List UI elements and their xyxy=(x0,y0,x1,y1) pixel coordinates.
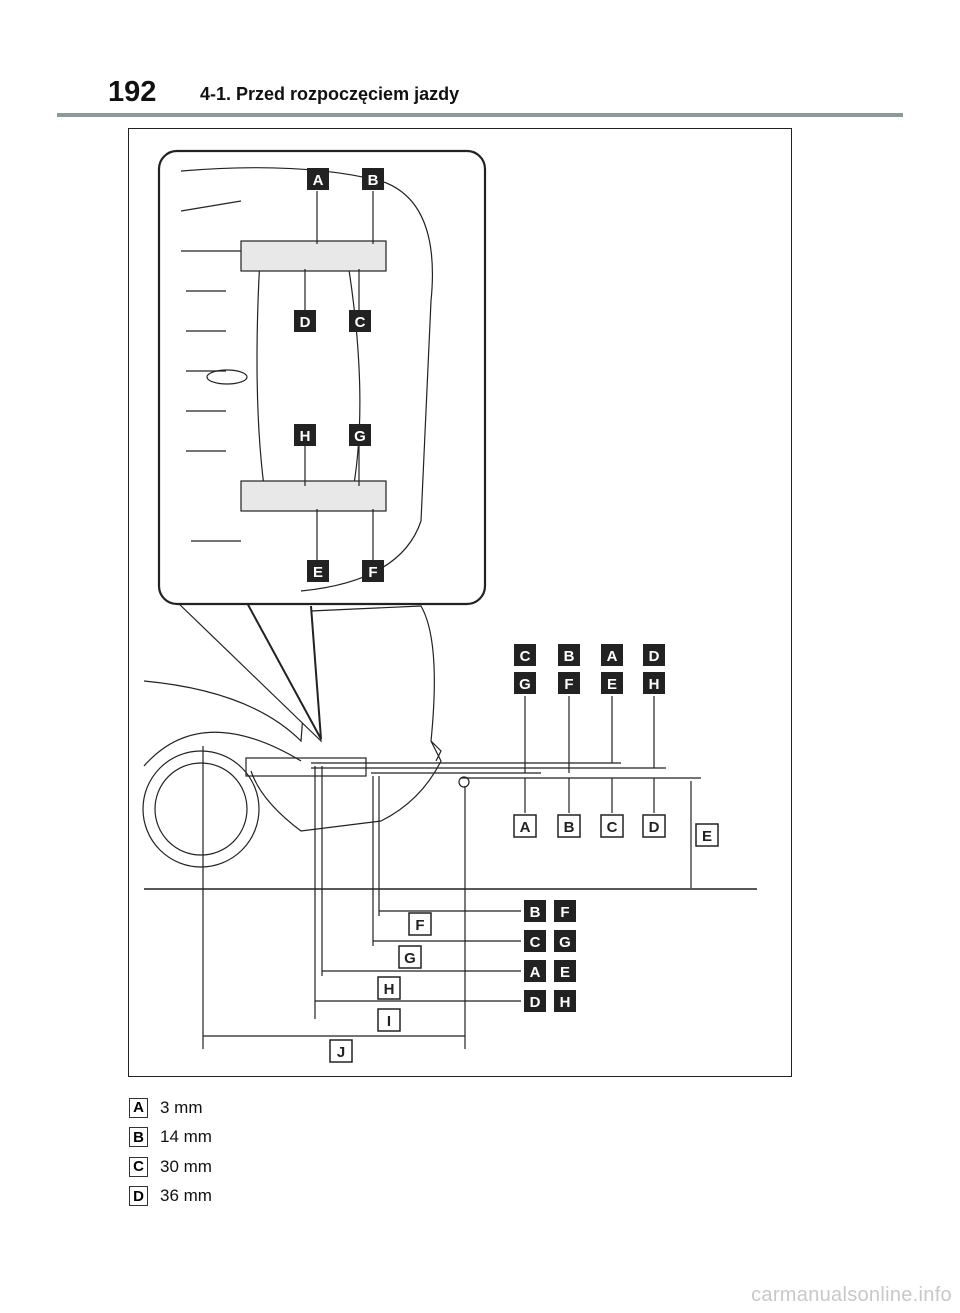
inset-label-b: B xyxy=(368,172,379,189)
label-e-top: E xyxy=(607,676,617,693)
label-b-bottom: B xyxy=(564,819,575,836)
legend-item: D 36 mm xyxy=(129,1182,212,1212)
legend-value: 36 mm xyxy=(160,1186,212,1206)
legend-value: 14 mm xyxy=(160,1127,212,1147)
legend-item: C 30 mm xyxy=(129,1152,212,1182)
pair-b: B xyxy=(530,904,541,921)
legend: A 3 mm B 14 mm C 30 mm D 36 mm xyxy=(129,1093,212,1211)
pair-f: F xyxy=(560,904,569,921)
watermark: carmanualsonline.info xyxy=(751,1284,952,1306)
inset-label-d: D xyxy=(300,314,311,331)
label-c-bottom: C xyxy=(607,819,618,836)
pair-h: H xyxy=(560,994,571,1011)
legend-item: B 14 mm xyxy=(129,1123,212,1153)
label-a-top: A xyxy=(607,648,618,665)
legend-value: 3 mm xyxy=(160,1097,203,1117)
inset-zoom xyxy=(157,149,487,743)
label-g-top: G xyxy=(519,676,531,693)
label-e-height: E xyxy=(702,828,712,845)
pair-c: C xyxy=(530,934,541,951)
inset-label-c: C xyxy=(355,314,366,331)
label-a-bottom: A xyxy=(520,819,531,836)
label-f-top: F xyxy=(564,676,573,693)
section-title: 4-1. Przed rozpoczęciem jazdy xyxy=(200,84,460,104)
pair-a: A xyxy=(530,964,541,981)
label-h-length: H xyxy=(384,981,395,998)
dimension-lines xyxy=(202,696,701,1049)
inset-label-a: A xyxy=(313,172,324,189)
label-i-length: I xyxy=(387,1013,391,1030)
label-j-length: J xyxy=(337,1044,345,1061)
pair-g: G xyxy=(559,934,571,951)
label-f-length: F xyxy=(415,917,424,934)
legend-key: D xyxy=(129,1186,148,1207)
label-h-top: H xyxy=(649,676,660,693)
inset-label-e: E xyxy=(313,564,323,581)
legend-value: 30 mm xyxy=(160,1156,212,1176)
legend-item: A 3 mm xyxy=(129,1093,212,1123)
header-rule xyxy=(57,113,903,117)
label-d-top: D xyxy=(649,648,660,665)
label-c-top: C xyxy=(520,648,531,665)
tow-hitch-diagram: A B D C H G E F xyxy=(128,128,792,1077)
vehicle-drawing xyxy=(142,605,757,890)
legend-key: A xyxy=(129,1097,148,1118)
label-d-bottom: D xyxy=(649,819,660,836)
inset-label-f: F xyxy=(368,564,377,581)
page-number: 192 xyxy=(108,76,157,108)
pair-d: D xyxy=(530,994,541,1011)
label-b-top: B xyxy=(564,648,575,665)
inset-label-g: G xyxy=(354,428,366,445)
label-g-length: G xyxy=(404,950,416,967)
legend-key: B xyxy=(129,1127,148,1148)
pair-e: E xyxy=(560,964,570,981)
legend-key: C xyxy=(129,1156,148,1177)
inset-label-h: H xyxy=(300,428,311,445)
